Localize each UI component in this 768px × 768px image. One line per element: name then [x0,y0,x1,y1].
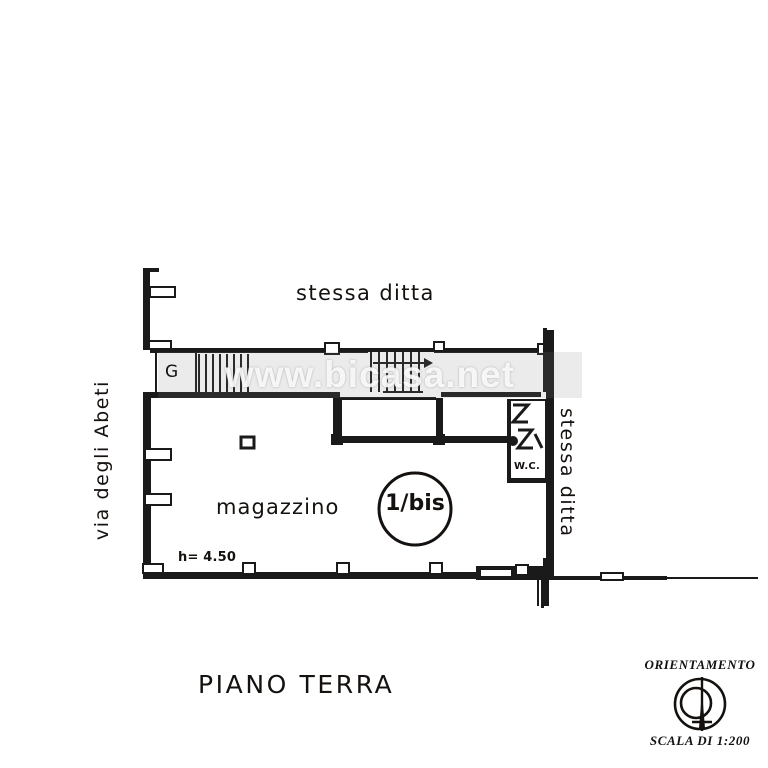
page-title: PIANO TERRA [198,670,395,699]
label-neighbour-top: stessa ditta [296,281,435,305]
orientation-block: ORIENTAMENTO SCALA DI 1:200 [632,658,768,764]
corridor-right-arm [441,392,541,443]
bottom-right-extension [476,558,758,608]
upper-strip-top-wall [148,340,550,355]
label-room-magazzino: magazzino [216,495,340,519]
right-party-wall-upper [543,328,547,392]
label-neighbour-right: stessa ditta [556,408,578,538]
wc-compartment [507,399,548,483]
unit-reference-text: 1/bis [385,491,445,516]
corridor-walls [150,392,445,445]
unit-reference-badge: 1/bis [379,473,451,545]
floor-pillar-symbol [239,435,256,450]
label-room-height: h= 4.50 [178,550,237,565]
stair-flight-left [196,354,252,394]
building-outer-walls [142,330,554,580]
scale-note: SCALA DI 1:200 [649,733,751,748]
compass-rose-icon [673,677,727,731]
label-entry-marker: G [165,362,179,382]
label-wc: W.C. [514,461,540,472]
unit-reference-circle [377,471,453,547]
orientation-title: ORIENTAMENTO [644,657,756,672]
upper-left-wall-stub [143,268,176,350]
label-street-via-degli-abeti: via degli Abeti [91,380,113,541]
